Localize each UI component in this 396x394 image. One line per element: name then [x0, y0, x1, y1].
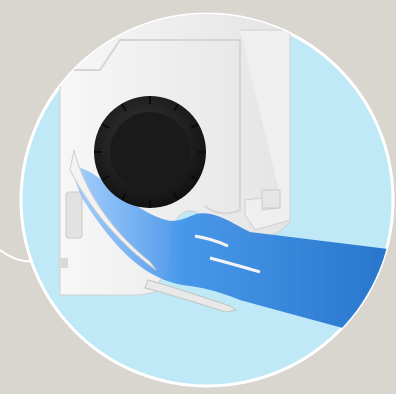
fan-hub	[110, 112, 190, 192]
ac-unit-left-slot	[66, 192, 82, 238]
ac-unit-left-notch	[58, 258, 68, 268]
ac-unit-rear-slot	[262, 190, 280, 208]
